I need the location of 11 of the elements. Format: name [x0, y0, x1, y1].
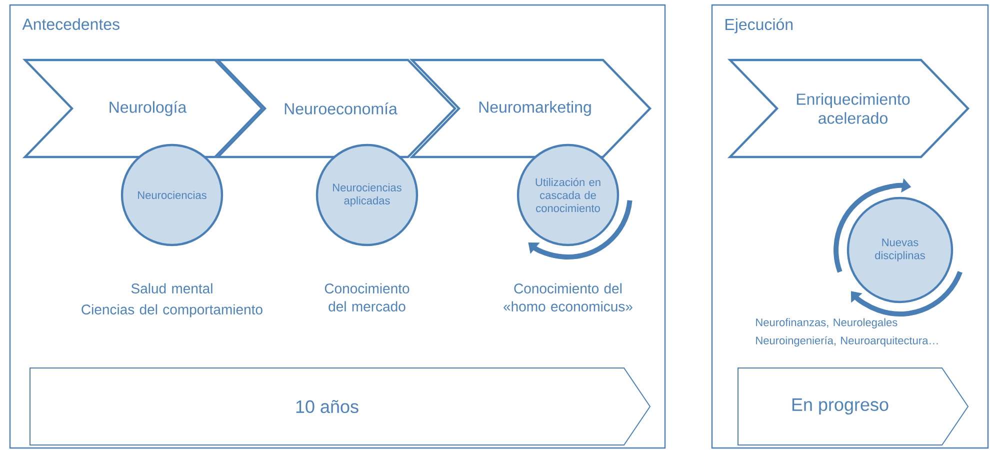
caption-text: Neurofinanzas, Neurolegales: [756, 318, 898, 328]
arrow-box: En progreso: [738, 368, 969, 446]
caption-text: Conocimiento del «homo economicus»: [504, 283, 632, 312]
step-band: Neuroeconomía: [215, 58, 457, 158]
caption-text: Salud mental: [131, 283, 212, 294]
step-band: Neurología: [22, 58, 264, 158]
caption-text: Conocimiento del mercado: [324, 283, 410, 312]
caption-text: Neuroingeniería, Neuroarquitectura…: [756, 336, 938, 347]
step-band: Neuromarketing: [409, 58, 652, 158]
caption-text: Ciencias del comportamiento: [82, 304, 262, 318]
step-band: Enriquecimiento acelerado: [727, 58, 970, 158]
